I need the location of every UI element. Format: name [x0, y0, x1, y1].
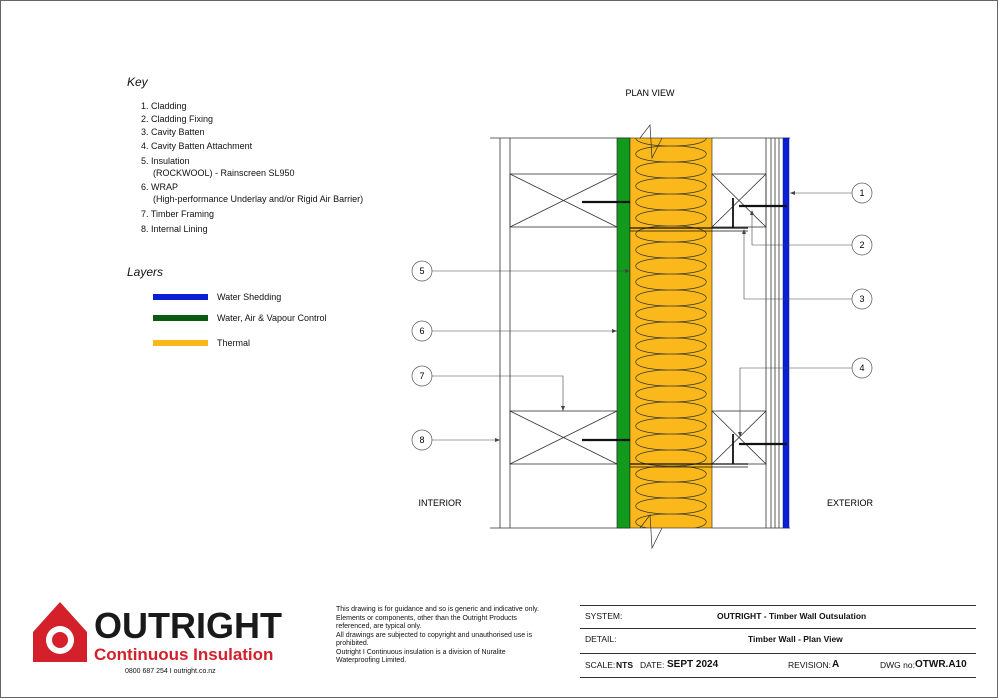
outright-logo: OUTRIGHT Continuous Insulation — [33, 602, 282, 664]
contact-info: 0800 687 254 I outright.co.nz — [125, 668, 216, 675]
layer-label: Water Shedding — [217, 292, 282, 302]
callout-8: 8 — [419, 435, 424, 445]
insulation-wave — [635, 138, 707, 528]
callout-5: 5 — [419, 266, 424, 276]
date-label: DATE: — [640, 660, 665, 670]
date-value: SEPT 2024 — [667, 659, 719, 670]
layer-thermal: Thermal — [153, 338, 250, 348]
layer-water-air-vapour: Water, Air & Vapour Control — [153, 313, 327, 323]
system-label: SYSTEM: — [585, 611, 623, 621]
disclaimer-notes: This drawing is for guidance and so is g… — [336, 606, 539, 664]
logo-tagline-text: Continuous Insulation — [94, 645, 273, 664]
key-item-2: 2. Cladding Fixing — [141, 114, 214, 124]
logo-house-icon — [33, 602, 87, 662]
timber-framing — [509, 173, 618, 465]
layer-label: Water, Air & Vapour Control — [217, 313, 327, 323]
layer-swatch — [153, 315, 208, 321]
callout-7: 7 — [419, 371, 424, 381]
key-item-1: 1. Cladding — [141, 101, 187, 111]
cavity-batten — [711, 173, 767, 465]
callout-leaders — [432, 192, 852, 441]
dwg-label: DWG no: — [880, 660, 915, 670]
internal-lining — [499, 138, 511, 528]
callout-6: 6 — [419, 326, 424, 336]
tb-detail-row: DETAIL: Timber Wall - Plan View — [580, 628, 976, 651]
callout-markers: 1 2 3 4 5 6 7 8 — [411, 182, 873, 451]
layers-title: Layers — [127, 265, 164, 279]
key-item-8: 8. Internal Lining — [141, 224, 208, 234]
wall-plan-diagram: PLAN VIEW INTERIOR EXTERIOR — [411, 88, 874, 550]
revision-label: REVISION: — [788, 660, 831, 670]
system-value: OUTRIGHT - Timber Wall Outsulation — [717, 611, 867, 621]
key-title: Key — [127, 75, 148, 89]
wrap-layer — [616, 137, 631, 529]
tb-meta-row: SCALE: NTS DATE: SEPT 2024 REVISION: A D… — [580, 653, 976, 676]
cladding — [765, 137, 790, 529]
callout-3: 3 — [859, 294, 864, 304]
callout-4: 4 — [859, 363, 864, 373]
scale-label: SCALE: — [585, 660, 616, 670]
revision-value: A — [832, 659, 840, 670]
key-item-6: 6. WRAP — [141, 182, 179, 192]
key-item-6-sub: (High-performance Underlay and/or Rigid … — [153, 194, 364, 204]
insulation-layer — [629, 124, 713, 550]
dwg-value: OTWR.A10 — [915, 659, 967, 670]
tb-system-row: SYSTEM: OUTRIGHT - Timber Wall Outsulati… — [580, 605, 976, 628]
batten-attachment — [582, 198, 748, 468]
cladding-fixing — [739, 204, 787, 446]
scale-value: NTS — [616, 660, 633, 670]
layer-water-shedding: Water Shedding — [153, 292, 281, 302]
detail-label: DETAIL: — [585, 634, 617, 644]
layer-swatch — [153, 294, 208, 300]
callout-2: 2 — [859, 240, 864, 250]
key-item-4: 4. Cavity Batten Attachment — [141, 141, 253, 151]
callout-1: 1 — [859, 188, 864, 198]
callout-arrowheads — [495, 191, 795, 442]
detail-value: Timber Wall - Plan View — [748, 634, 843, 644]
interior-label: INTERIOR — [418, 498, 462, 508]
logo-brand-text: OUTRIGHT — [94, 605, 282, 646]
key-item-5: 5. Insulation — [141, 156, 190, 166]
key-item-5-sub: (ROCKWOOL) - Rainscreen SL950 — [153, 168, 295, 178]
plan-view-label: PLAN VIEW — [625, 88, 675, 98]
key-item-3: 3. Cavity Batten — [141, 127, 205, 137]
layer-swatch — [153, 340, 208, 346]
key-item-7: 7. Timber Framing — [141, 209, 215, 219]
exterior-label: EXTERIOR — [827, 498, 874, 508]
layer-label: Thermal — [217, 338, 251, 348]
